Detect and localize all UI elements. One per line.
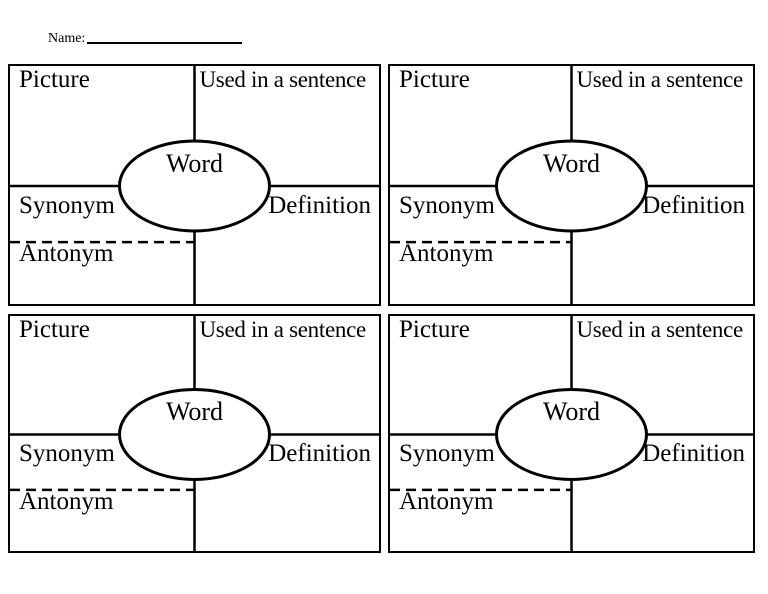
word-ellipse xyxy=(118,139,271,233)
synonym-label: Synonym xyxy=(399,440,495,468)
word-ellipse xyxy=(118,387,271,481)
name-field-row: Name: xyxy=(48,31,243,47)
synonym-label: Synonym xyxy=(19,191,115,219)
word-label: Word xyxy=(165,148,224,178)
picture-label: Picture xyxy=(399,316,470,343)
card-line-art xyxy=(10,66,379,304)
antonym-label: Antonym xyxy=(19,487,114,515)
word-ellipse xyxy=(495,139,648,233)
word-ellipse xyxy=(495,387,648,481)
picture-label: Picture xyxy=(399,66,470,93)
vocab-card-1: Picture Used in a sentence Synonym Defin… xyxy=(8,64,381,306)
vocab-card-4: Picture Used in a sentence Synonym Defin… xyxy=(388,314,755,553)
card-line-art xyxy=(10,316,379,551)
synonym-label: Synonym xyxy=(399,191,495,219)
word-label: Word xyxy=(542,397,601,427)
used-in-a-sentence-label: Used in a sentence xyxy=(199,67,367,92)
used-in-a-sentence-label: Used in a sentence xyxy=(576,317,744,342)
vocab-card-3: Picture Used in a sentence Synonym Defin… xyxy=(8,314,381,553)
used-in-a-sentence-label: Used in a sentence xyxy=(576,67,744,92)
antonym-label: Antonym xyxy=(19,240,114,268)
word-label: Word xyxy=(165,397,224,427)
antonym-label: Antonym xyxy=(399,240,494,268)
name-fill-in-blank[interactable] xyxy=(87,42,243,44)
card-line-art xyxy=(390,66,753,304)
definition-label: Definition xyxy=(642,191,745,219)
synonym-label: Synonym xyxy=(19,440,115,468)
word-label: Word xyxy=(542,148,601,178)
card-grid: Picture Used in a sentence Synonym Defin… xyxy=(8,64,755,553)
definition-label: Definition xyxy=(642,440,745,468)
picture-label: Picture xyxy=(19,316,90,343)
definition-label: Definition xyxy=(268,191,371,219)
picture-label: Picture xyxy=(19,66,90,93)
vocab-card-2: Picture Used in a sentence Synonym Defin… xyxy=(388,64,755,306)
definition-label: Definition xyxy=(268,440,371,468)
card-line-art xyxy=(390,316,753,551)
used-in-a-sentence-label: Used in a sentence xyxy=(199,317,367,342)
name-label: Name: xyxy=(48,31,86,46)
antonym-label: Antonym xyxy=(399,487,494,515)
